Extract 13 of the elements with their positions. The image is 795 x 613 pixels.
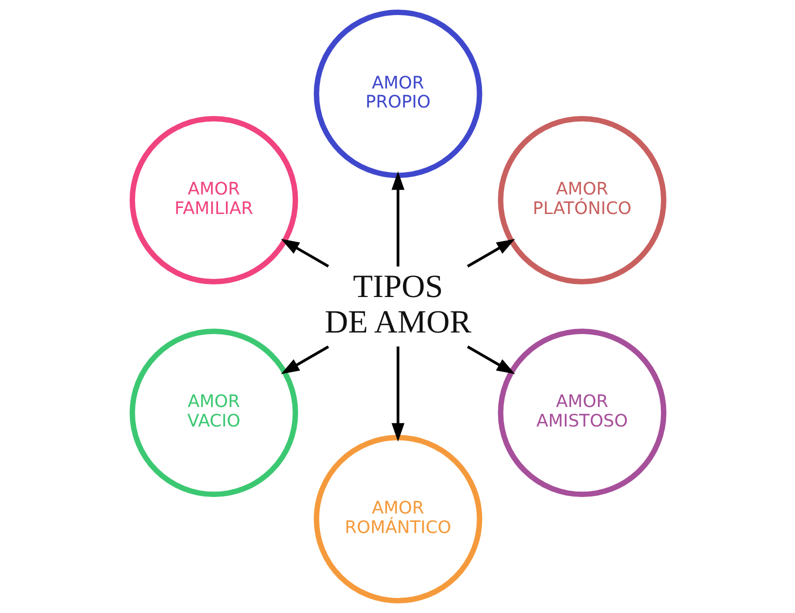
node-circle: AMOR VACIO: [129, 328, 298, 498]
node-circle: AMOR FAMILIAR: [129, 116, 298, 284]
node-circle: AMOR PLATÓNICO: [497, 116, 666, 284]
arrow: [466, 238, 515, 268]
arrow: [466, 346, 515, 374]
arrow: [280, 346, 329, 374]
node-circle: AMOR PROPIO: [313, 10, 482, 178]
node-circle: AMOR AMISTOSO: [497, 328, 666, 498]
arrow: [280, 238, 329, 268]
node-circle: AMOR ROMÁNTICO: [313, 434, 482, 604]
arrow: [391, 346, 404, 442]
arrow: [391, 171, 404, 266]
node-text: TIPOS DE AMOR: [324, 268, 471, 340]
